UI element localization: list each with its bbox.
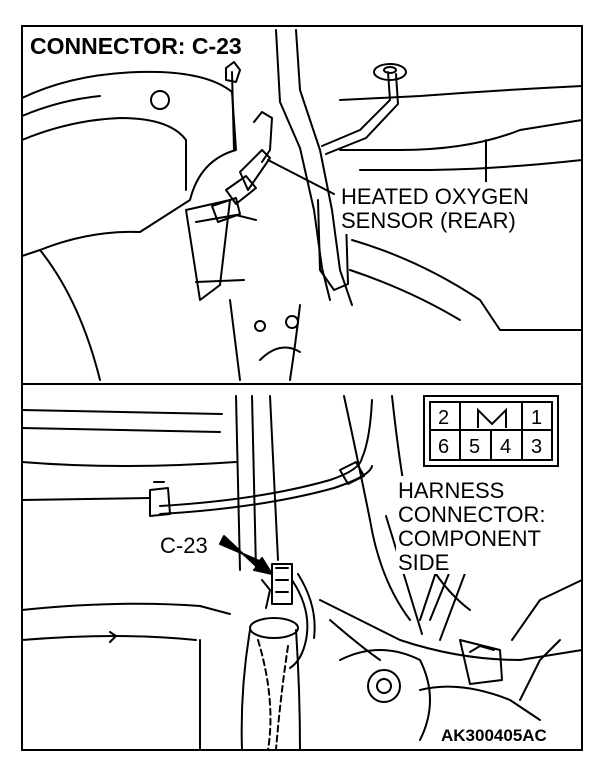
pin-2: 2 <box>438 407 449 429</box>
pin-5: 5 <box>469 436 480 458</box>
sensor-label-line1: HEATED OXYGEN <box>341 184 529 209</box>
harness-label-line1: HARNESS <box>398 478 504 503</box>
harness-label-line3: COMPONENT <box>398 526 541 551</box>
upper-illustration <box>21 29 583 381</box>
diagram-border <box>21 25 583 751</box>
pin-3: 3 <box>531 436 542 458</box>
pin-4: 4 <box>500 436 511 458</box>
harness-label-line4: SIDE <box>398 550 449 575</box>
lower-illustration <box>21 395 583 751</box>
connector-pin-diagram: 2 1 6 5 4 3 <box>423 395 559 467</box>
pin-6: 6 <box>438 436 449 458</box>
c23-arrow <box>219 535 273 575</box>
diagram-title: CONNECTOR: C-23 <box>30 33 242 59</box>
sensor-label-line2: SENSOR (REAR) <box>341 208 516 233</box>
connector-id-label: C-23 <box>160 533 208 558</box>
pin-1: 1 <box>531 407 542 429</box>
connector-lock-tab <box>477 407 507 428</box>
figure-code: AK300405AC <box>441 726 547 745</box>
harness-label-line2: CONNECTOR: <box>398 502 546 527</box>
